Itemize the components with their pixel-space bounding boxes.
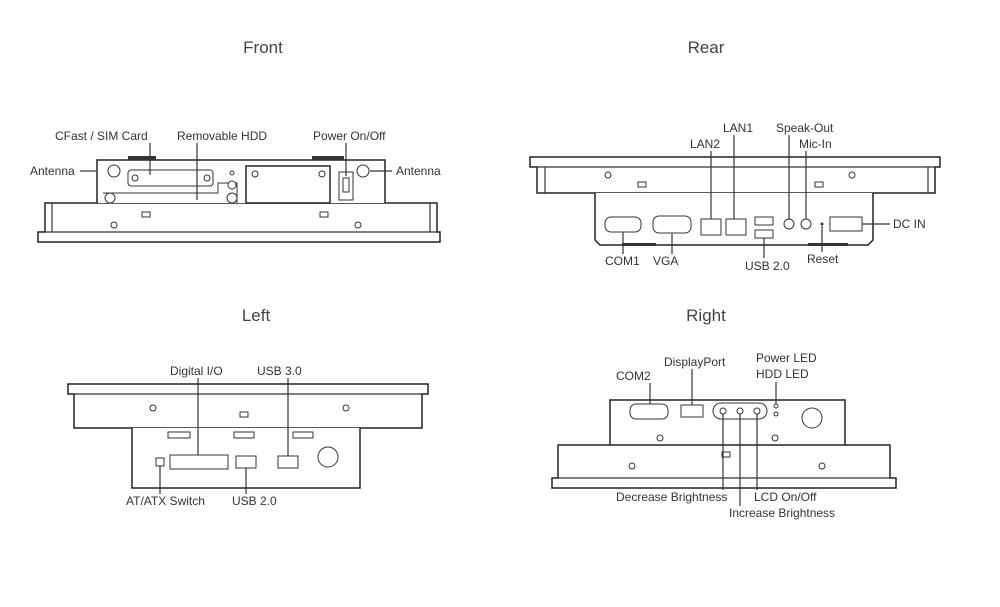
left-bezel <box>67 383 429 429</box>
right-chassis <box>609 399 846 445</box>
lan1-port[interactable] <box>725 218 747 236</box>
label-removable-hdd: Removable HDD <box>177 129 267 143</box>
label-dc-in: DC IN <box>893 217 926 231</box>
label-lan1: LAN1 <box>723 121 753 135</box>
cfast-sim-slot[interactable] <box>127 169 214 187</box>
lan2-port[interactable] <box>700 218 722 236</box>
left-title: Left <box>242 306 271 325</box>
usb20-port[interactable] <box>235 455 257 469</box>
right-title: Right <box>686 306 726 325</box>
digital-io-connector[interactable] <box>169 454 229 470</box>
label-lan2: LAN2 <box>690 137 720 151</box>
reset-button[interactable] <box>820 222 824 226</box>
front-bezel <box>37 202 441 243</box>
com1-port[interactable] <box>604 216 642 233</box>
rear-bezel <box>529 156 941 194</box>
power-led <box>773 403 779 409</box>
vga-port[interactable] <box>652 215 692 234</box>
dc-in-connector[interactable] <box>829 216 863 232</box>
com2-port[interactable] <box>629 403 669 420</box>
removable-hdd-bay[interactable] <box>245 165 331 204</box>
label-vga: VGA <box>653 254 678 268</box>
usb20-port-2[interactable] <box>754 229 774 239</box>
speak-out-jack[interactable] <box>783 218 795 230</box>
label-usb20: USB 2.0 <box>745 259 790 273</box>
label-com2: COM2 <box>616 369 651 383</box>
rear-view: Rear LAN1 LAN2 Speak-Out Mic-In DC IN CO… <box>529 38 941 273</box>
label-usb30: USB 3.0 <box>257 364 302 378</box>
label-power: Power On/Off <box>313 129 386 143</box>
label-antenna-right: Antenna <box>396 164 441 178</box>
antenna-right-connector <box>356 164 370 178</box>
label-cfast-sim: CFast / SIM Card <box>55 129 148 143</box>
antenna-left-connector <box>107 164 121 178</box>
label-usb20-left: USB 2.0 <box>232 494 277 508</box>
speaker-grille <box>801 407 823 429</box>
label-decrease-brightness: Decrease Brightness <box>616 490 727 504</box>
front-title: Front <box>243 38 283 57</box>
right-view: Right COM2 DisplayPort Power LED HDD LED… <box>551 306 897 520</box>
label-mic-in: Mic-In <box>799 137 832 151</box>
speaker-grille <box>317 446 339 468</box>
right-bezel <box>551 444 897 489</box>
label-com1: COM1 <box>605 254 640 268</box>
label-displayport: DisplayPort <box>664 355 726 369</box>
mic-in-jack[interactable] <box>800 218 812 230</box>
label-at-atx: AT/ATX Switch <box>126 494 205 508</box>
label-increase-brightness: Increase Brightness <box>729 506 835 520</box>
label-hdd-led: HDD LED <box>756 367 809 381</box>
label-digital-io: Digital I/O <box>170 364 223 378</box>
usb20-port-1[interactable] <box>754 216 774 226</box>
label-reset: Reset <box>807 252 839 266</box>
displayport[interactable] <box>680 404 704 418</box>
label-antenna-left: Antenna <box>30 164 75 178</box>
front-view: Front CFast / SIM Card Removable HDD Pow… <box>30 38 441 243</box>
rear-title: Rear <box>688 38 725 57</box>
hdd-led <box>773 411 779 417</box>
left-view: Left Digital I/O USB 3.0 AT/ATX Switch U… <box>67 306 429 508</box>
label-speak-out: Speak-Out <box>776 121 834 135</box>
at-atx-switch[interactable] <box>155 457 165 467</box>
label-power-led: Power LED <box>756 351 817 365</box>
label-lcd-onoff: LCD On/Off <box>754 490 817 504</box>
usb30-port[interactable] <box>277 455 299 469</box>
